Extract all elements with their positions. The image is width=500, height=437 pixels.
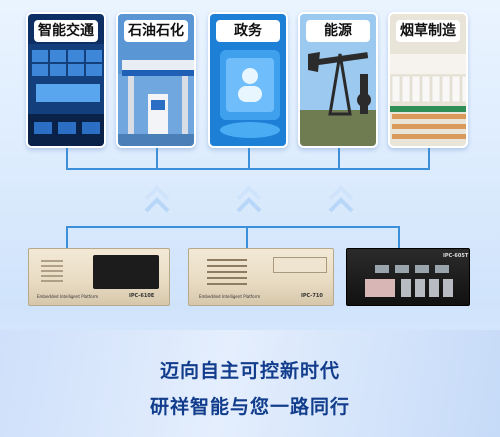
industry-card-petrochemical: 石油石化 bbox=[116, 12, 196, 148]
device-brand-text: Embedded Intelligent Platform bbox=[37, 294, 99, 299]
industry-label: 智能交通 bbox=[34, 20, 98, 42]
industry-card-transport: 智能交通 bbox=[26, 12, 106, 148]
connector-line bbox=[248, 148, 250, 170]
front-panel-door bbox=[93, 255, 159, 289]
device-ipc-710: Embedded Intelligent Platform IPC-710 bbox=[188, 248, 334, 306]
connector-line bbox=[428, 148, 430, 170]
slogan-line-1: 迈向自主可控新时代 bbox=[159, 360, 340, 382]
connector-line bbox=[66, 168, 430, 170]
connector-line bbox=[246, 226, 248, 248]
vent-grille-icon bbox=[207, 259, 247, 285]
connector-line bbox=[66, 148, 68, 170]
slogan-banner bbox=[0, 330, 500, 437]
industry-label: 石油石化 bbox=[124, 20, 188, 42]
slogan-line-2: 研祥智能与您一路同行 bbox=[149, 396, 350, 418]
industry-label: 政务 bbox=[216, 20, 280, 42]
io-ports-icon bbox=[365, 265, 453, 297]
connector-line bbox=[66, 226, 398, 228]
device-ipc-610e: Embedded Intelligent Platform IPC-610E bbox=[28, 248, 170, 306]
device-brand-text: Embedded Intelligent Platform bbox=[199, 294, 261, 299]
government-image bbox=[210, 14, 286, 146]
connector-line bbox=[156, 148, 158, 170]
connector-line bbox=[66, 226, 68, 248]
connector-line bbox=[398, 226, 400, 248]
device-model: IPC-605T bbox=[443, 253, 469, 259]
device-model: IPC-610E bbox=[129, 293, 155, 299]
industry-card-energy: 能源 bbox=[298, 12, 378, 148]
connector-line bbox=[338, 148, 340, 170]
up-arrow-icon bbox=[144, 185, 170, 213]
vent-grille-icon bbox=[41, 260, 63, 282]
industry-label: 烟草制造 bbox=[396, 20, 460, 42]
device-ipc-605t: IPC-605T bbox=[346, 248, 470, 306]
up-arrow-icon bbox=[236, 185, 262, 213]
industry-card-government: 政务 bbox=[208, 12, 288, 148]
up-arrow-icon bbox=[328, 185, 354, 213]
industry-card-tobacco: 烟草制造 bbox=[388, 12, 468, 148]
industry-label: 能源 bbox=[306, 20, 370, 42]
drive-bay bbox=[273, 257, 327, 273]
device-model: IPC-710 bbox=[301, 293, 323, 299]
